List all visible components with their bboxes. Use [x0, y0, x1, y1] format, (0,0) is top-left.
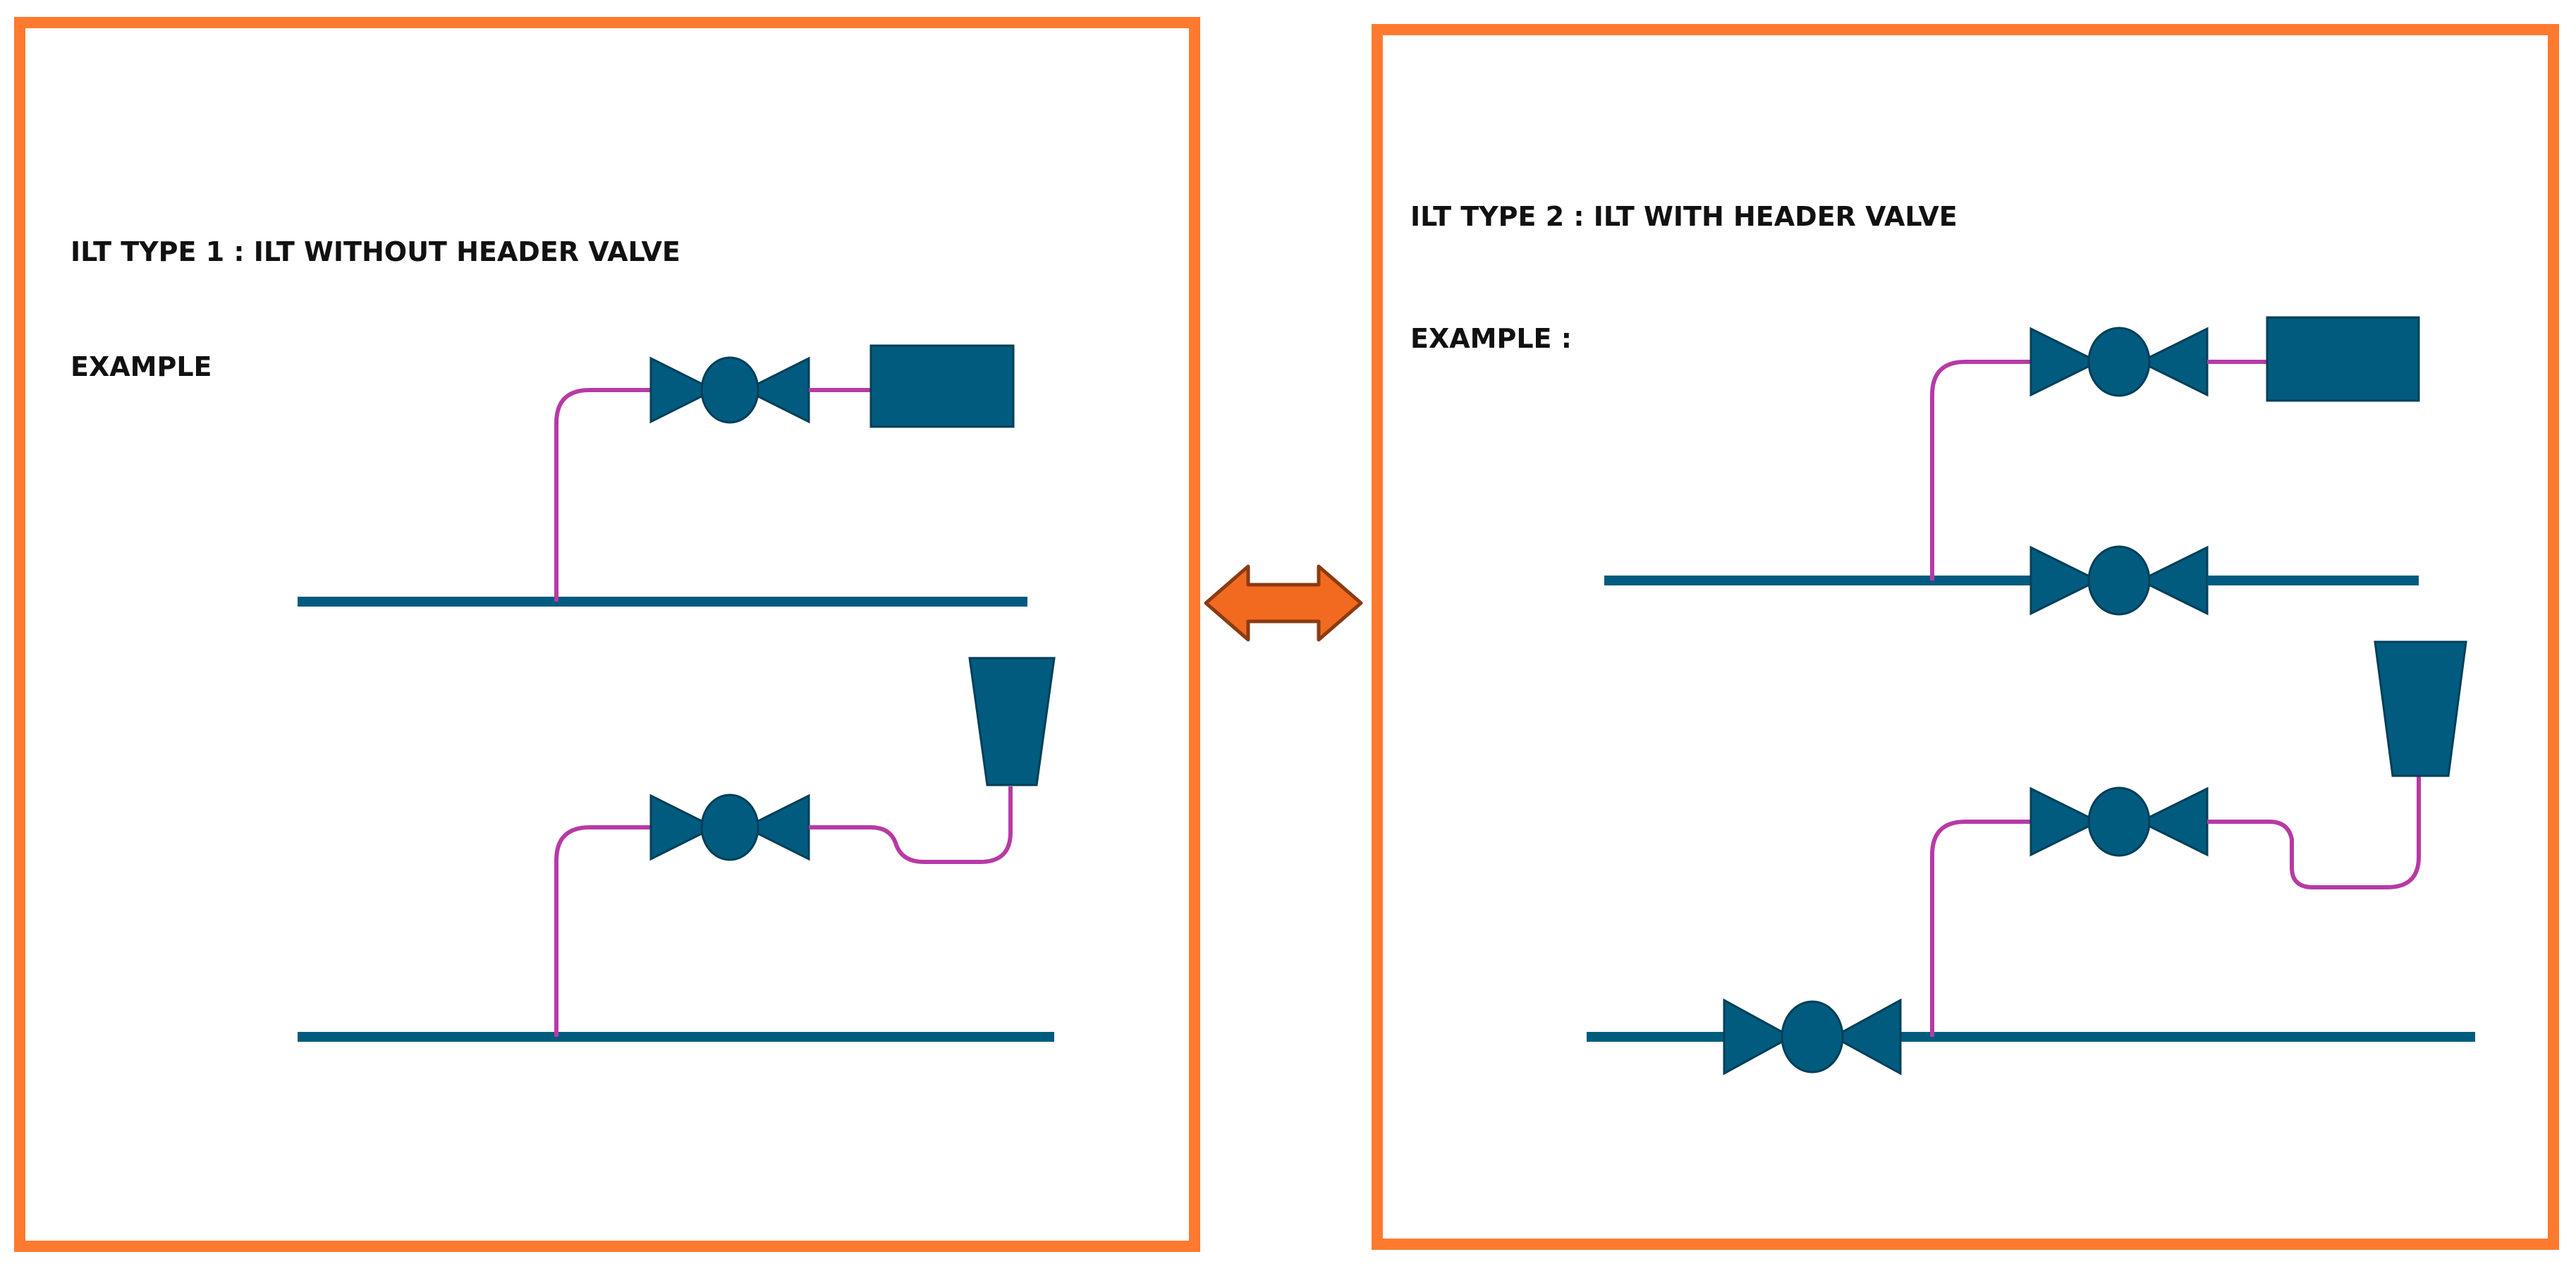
impulse-tubing — [1930, 360, 2031, 580]
gate-valve-icon — [1723, 998, 1902, 1076]
double-headed-arrow-icon — [1204, 564, 1363, 642]
impulse-tubing — [554, 825, 652, 1037]
right-panel-title: ILT TYPE 2 : ILT WITH HEADER VALVE — [1410, 201, 1958, 232]
right-upper-assembly — [1604, 316, 2420, 616]
right-panel-frame — [1372, 24, 2559, 1250]
gate-valve-icon — [2029, 545, 2209, 616]
impulse-tubing — [809, 786, 1013, 864]
impulse-tubing — [2207, 776, 2421, 889]
impulse-tubing — [1930, 820, 2031, 1037]
left-panel: ILT TYPE 1 : ILT WITHOUT HEADER VALVE EX… — [14, 17, 1200, 1252]
impulse-tubing — [554, 388, 652, 602]
gauge-funnel-icon — [968, 657, 1056, 786]
gate-valve-icon — [649, 356, 810, 424]
left-panel-frame — [14, 17, 1200, 1252]
gate-valve-icon — [649, 793, 810, 861]
right-example-label: EXAMPLE : — [1410, 323, 1572, 354]
gate-valve-icon — [2029, 327, 2209, 397]
right-panel: ILT TYPE 2 : ILT WITH HEADER VALVE EXAMP… — [1372, 24, 2559, 1250]
left-example-label: EXAMPLE — [71, 351, 212, 382]
left-panel-title: ILT TYPE 1 : ILT WITHOUT HEADER VALVE — [71, 236, 680, 267]
gauge-funnel-icon — [2374, 640, 2467, 777]
transmitter-box-icon — [869, 344, 1015, 428]
gate-valve-icon — [2029, 786, 2209, 857]
right-lower-assembly — [1587, 640, 2475, 1076]
transmitter-box-icon — [2266, 316, 2420, 402]
left-upper-assembly — [298, 344, 1027, 607]
left-lower-assembly — [298, 657, 1056, 1042]
